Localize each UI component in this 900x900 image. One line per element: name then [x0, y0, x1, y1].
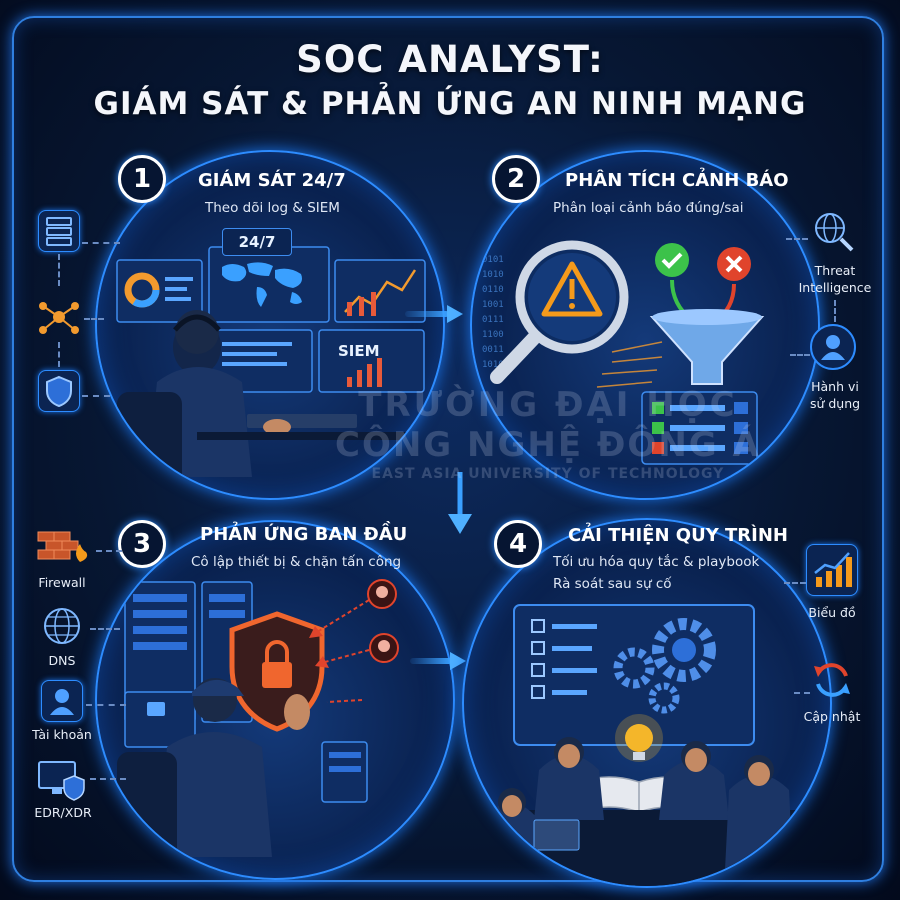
- connector: [96, 550, 122, 552]
- flow-arrow-2-3: [448, 472, 472, 534]
- svg-text:0101: 0101: [482, 255, 504, 265]
- step-2-title: PHÂN TÍCH CẢNH BÁO: [565, 170, 789, 191]
- step-3-subtitle: Cô lập thiết bị & chặn tấn công: [191, 554, 402, 570]
- dns-label: DNS: [48, 653, 76, 668]
- update-label: Cập nhật: [803, 709, 861, 724]
- refresh-icon: [810, 658, 854, 702]
- step-1-subtitle: Theo dõi log & SIEM: [205, 200, 340, 216]
- page-title-line2: GIÁM SÁT & PHẢN ỨNG AN NINH MẠNG: [93, 86, 807, 122]
- svg-text:0110: 0110: [482, 285, 504, 295]
- connector: [90, 778, 126, 780]
- step-4-subtitle: Tối ưu hóa quy tắc & playbook: [553, 554, 760, 570]
- edr-label: EDR/XDR: [34, 805, 92, 820]
- svg-text:1010: 1010: [482, 360, 504, 370]
- server-icon: [38, 210, 80, 252]
- firewall-icon: [36, 528, 90, 568]
- watermark-line1: TRƯỜNG ĐẠI HỌC: [358, 385, 738, 425]
- watermark-line2: CÔNG NGHỆ ĐÔNG Á: [335, 425, 761, 465]
- bar-chart-icon: [806, 544, 858, 596]
- threat-intel-label-line2: Intelligence: [798, 280, 872, 295]
- step-3-illustration: [117, 579, 399, 862]
- firewall-label: Firewall: [38, 575, 86, 590]
- connector: [794, 692, 810, 694]
- step-1-panel: [95, 150, 445, 500]
- svg-text:1010: 1010: [482, 270, 504, 280]
- step-1-illustration: [116, 246, 426, 492]
- behavior-label-line2: sử dụng: [809, 396, 861, 411]
- outer-frame: [12, 16, 884, 882]
- step-2-subtitle: Phân loại cảnh báo đúng/sai: [553, 200, 744, 216]
- svg-text:1100: 1100: [482, 330, 504, 340]
- page-title-line1: SOC ANALYST:: [296, 38, 604, 81]
- behavior-label-line1: Hành vi: [811, 379, 859, 394]
- step-4-number: 4: [494, 520, 542, 568]
- watermark-line3: EAST ASIA UNIVERSITY OF TECHNOLOGY: [371, 466, 725, 482]
- shield-icon: [38, 370, 80, 412]
- flow-arrow-1-2: [405, 305, 463, 323]
- connector: [86, 704, 126, 706]
- user-icon: [41, 680, 83, 722]
- chart-label: Biểu đồ: [808, 605, 856, 620]
- threat-intel-label-line1: Threat: [814, 263, 856, 278]
- account-label: Tài khoản: [32, 727, 92, 742]
- network-icon: [36, 294, 82, 340]
- user-icon: [810, 324, 856, 370]
- svg-text:0111: 0111: [482, 315, 504, 325]
- step-3-panel: [95, 520, 455, 880]
- connector: [90, 628, 120, 630]
- connector: [790, 354, 810, 356]
- connector: [82, 395, 110, 397]
- connector: [84, 318, 104, 320]
- connector: [784, 582, 806, 584]
- connector: [82, 242, 120, 244]
- connector: [58, 342, 60, 367]
- screen-label-247: 24/7: [222, 228, 292, 256]
- step-1-title: GIÁM SÁT 24/7: [198, 170, 346, 191]
- step-4-title: CẢI THIỆN QUY TRÌNH: [568, 525, 788, 546]
- connector: [786, 238, 808, 240]
- step-3-title: PHẢN ỨNG BAN ĐẦU: [200, 524, 408, 545]
- svg-text:0011: 0011: [482, 345, 504, 355]
- svg-text:1001: 1001: [482, 300, 504, 310]
- step-1-number: 1: [118, 155, 166, 203]
- globe-search-icon: [810, 208, 856, 254]
- behavior-label: Hành vi sử dụng: [790, 378, 880, 412]
- step-2-illustration: 0101 1010 0110 1001 0111 1100 0011 1010: [482, 240, 765, 465]
- connector: [834, 300, 836, 322]
- monitor-shield-icon: [36, 758, 86, 802]
- flow-arrow-3-4: [410, 652, 466, 670]
- step-2-number: 2: [492, 155, 540, 203]
- globe-icon: [40, 604, 84, 648]
- step-2-panel: 0101 1010 0110 1001 0111 1100 0011 1010: [470, 150, 820, 500]
- connector: [58, 254, 60, 286]
- step-3-number: 3: [118, 520, 166, 568]
- screen-label-siem: SIEM: [338, 342, 380, 360]
- step-4-subtitle-2: Rà soát sau sự cố: [553, 576, 672, 592]
- threat-intel-label: Threat Intelligence: [790, 262, 880, 296]
- watermark: TRƯỜNG ĐẠI HỌC CÔNG NGHỆ ĐÔNG Á EAST ASI…: [335, 385, 761, 483]
